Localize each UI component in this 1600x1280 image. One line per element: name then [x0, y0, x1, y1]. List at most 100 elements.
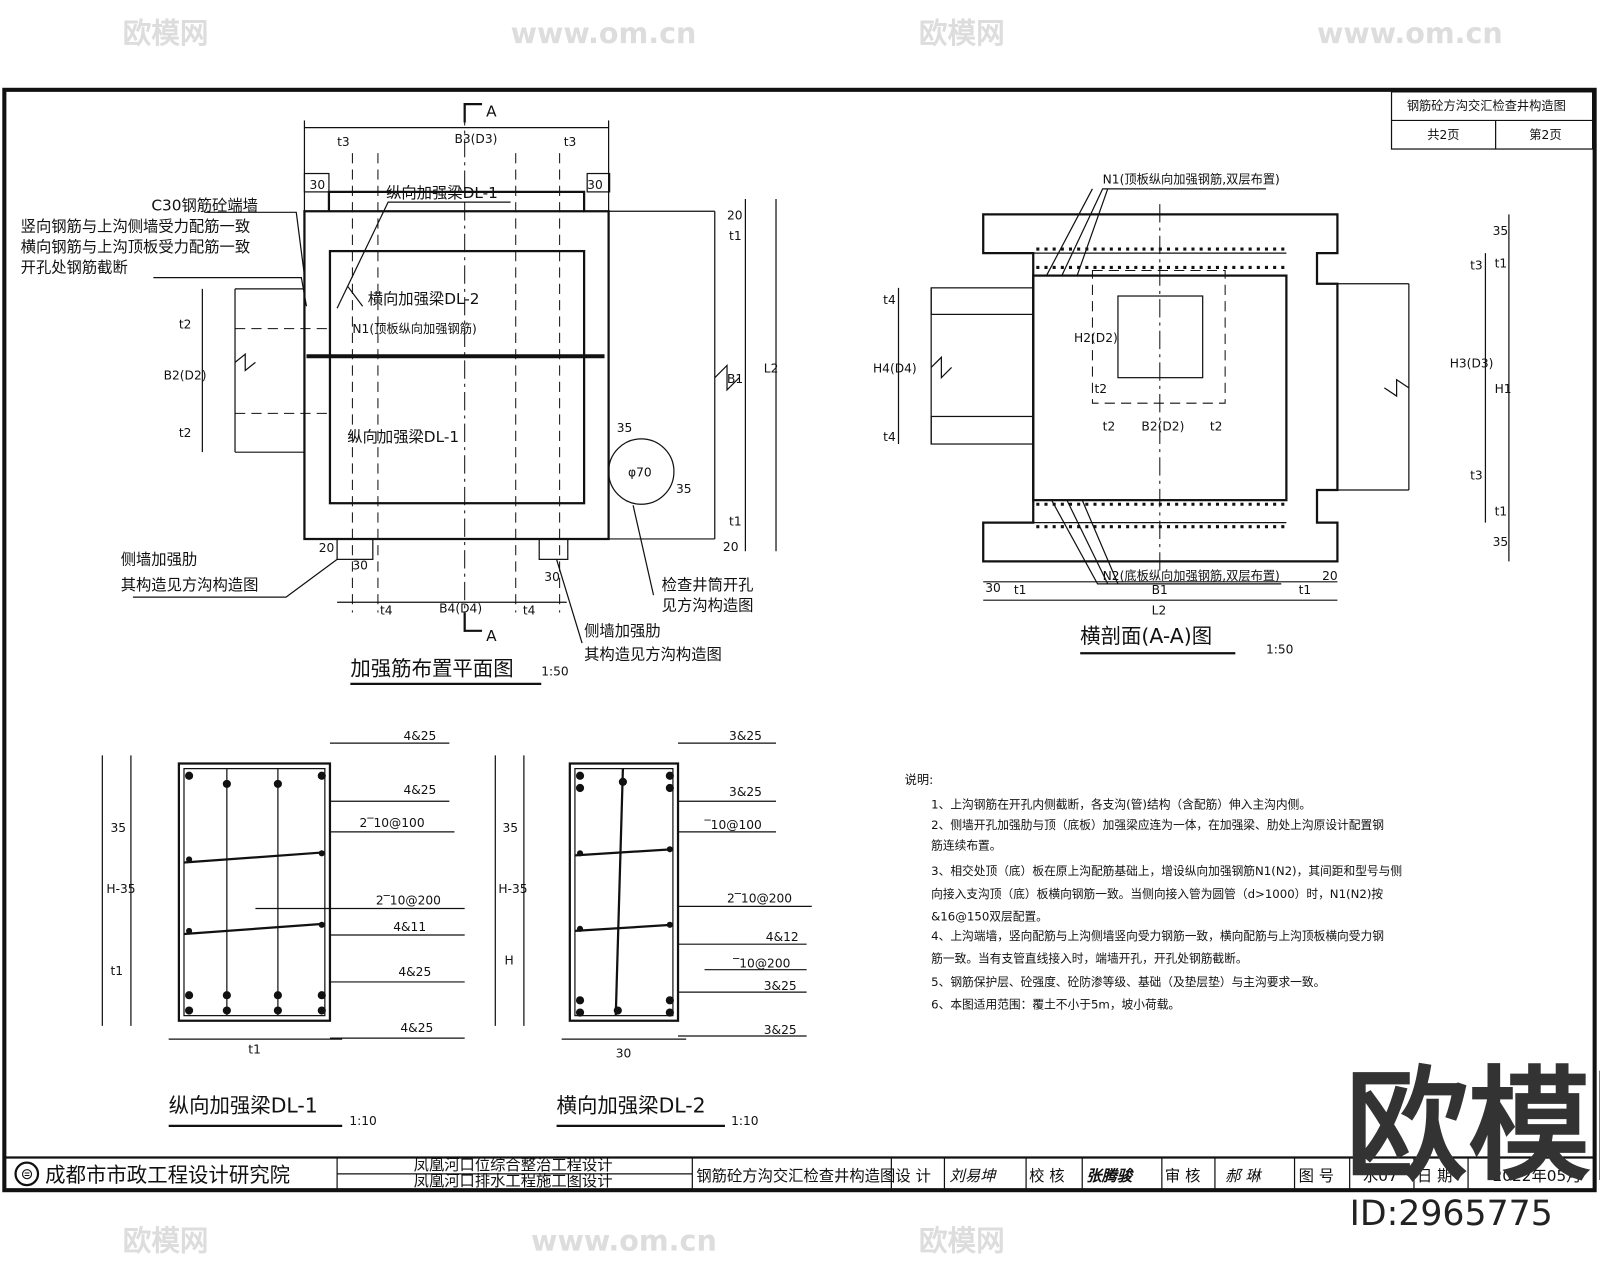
watermark-site: www.om.cn: [511, 16, 697, 50]
rebar-dots: [185, 771, 326, 1015]
label-end-wall-note3: 开孔处钢筋截断: [21, 259, 128, 277]
design-notes: 说明: 1、上沟钢筋在开孔内侧截断，各支沟(管)结构（含配筋）伸入主沟内侧。 2…: [905, 772, 1402, 1012]
label-dl1-bottom: 纵向加强梁DL-1: [347, 428, 459, 446]
watermark-logo: 欧模网: [123, 1223, 209, 1257]
drawing-no-label: 图 号: [1299, 1167, 1334, 1185]
title-block: ⊜ 成都市市政工程设计研究院 凤凰河口位综合整治工程设计 凤凰河口排水工程施工图…: [4, 1156, 1595, 1191]
drawing-name: 钢筋砼方沟交汇检查井构造图: [696, 1167, 895, 1185]
watermark-logo: 欧模网: [123, 16, 209, 50]
rebar-label: 3&25: [729, 785, 762, 799]
dim-t3-top: t3: [1470, 258, 1483, 272]
label-rib-right: 侧墙加强肋: [584, 622, 661, 640]
dim-35-b: 35: [676, 482, 692, 496]
dim-width: t1: [248, 1042, 261, 1056]
watermark-logo-large: 欧模网: [1346, 1055, 1600, 1198]
stirrup-label: 2‾10@200: [727, 891, 792, 905]
dim-h2: H2(D2): [1074, 331, 1118, 345]
note-item: 2、侧墙开孔加强肋与顶（底板）加强梁应连为一体，在加强梁、肋处上沟原设计配置钢: [931, 818, 1384, 832]
rebar-label: 4&11: [393, 920, 426, 934]
dim-30-left: 30: [310, 178, 326, 192]
dl2-scale: 1:10: [731, 1114, 758, 1128]
label-dl1-top: 纵向加强梁DL-1: [386, 184, 498, 202]
plan-view: A A B3(D3) t3 t3 30 30 纵向加强梁DL-1 C30钢筋砼端…: [21, 102, 779, 686]
dim-35: 35: [110, 821, 126, 835]
dim-t4-left: t4: [380, 603, 393, 617]
watermark-id: ID:2965775: [1350, 1194, 1553, 1234]
date-label: 日 期: [1417, 1167, 1452, 1185]
institute-name: 成都市市政工程设计研究院: [45, 1163, 290, 1187]
dim-b3: B3(D3): [454, 132, 497, 146]
dim-t2-bottom: t2: [179, 426, 192, 440]
dim-t1-right: t1: [1299, 583, 1312, 597]
note-item: 筋一致。当有支管直线接入时，端墙开孔，开孔处钢筋截断。: [931, 952, 1247, 966]
dim-b2: B2(D2): [164, 369, 207, 383]
dim-t4-right: t4: [523, 603, 536, 617]
section-a-a: N1(顶板纵向加强钢筋,双层布置) N2(底板纵向加强钢筋,双层布置) 35 t…: [873, 172, 1512, 657]
dim-l2: L2: [764, 362, 779, 376]
stirrup-label: ‾10@200: [732, 957, 790, 971]
institute-logo-icon: [14, 1161, 40, 1187]
rebar-label: 4&25: [398, 965, 431, 979]
dl1-title: 纵向加强梁DL-1: [169, 1094, 318, 1118]
dim-t1-bottom: t1: [729, 515, 742, 529]
dim-20-tr: 20: [727, 208, 743, 222]
watermark-logo: 欧模网: [919, 1223, 1005, 1257]
checker-signature: 张腾骏: [1086, 1167, 1135, 1185]
note-item: 5、钢筋保护层、砼强度、砼防渗等级、基础（及垫层垫）与主沟要求一致。: [931, 975, 1325, 989]
note-item: 6、本图适用范围：覆土不小于5m，坡小荷载。: [931, 997, 1180, 1011]
label-end-wall-note1: 竖向钢筋与上沟侧墙受力配筋一致: [21, 218, 250, 236]
dim-t2-right: t2: [1210, 420, 1223, 434]
note-item: 1、上沟钢筋在开孔内侧截断，各支沟(管)结构（含配筋）伸入主沟内侧。: [931, 797, 1311, 811]
drawing-no: 水07: [1363, 1167, 1398, 1185]
plan-scale: 1:50: [541, 665, 568, 679]
dim-35: 35: [502, 821, 518, 835]
plan-title: 加强筋布置平面图: [350, 657, 513, 681]
date-value: 2022年05月: [1493, 1167, 1582, 1185]
rebar-label: 3&25: [729, 729, 762, 743]
page-title-box: 钢筋砼方沟交汇检查井构造图 共2页 第2页: [1390, 91, 1594, 150]
label-end-wall-note2: 横向钢筋与上沟顶板受力配筋一致: [21, 238, 250, 256]
dim-t4-bottom: t4: [883, 430, 896, 444]
stirrup-label: 2‾10@100: [360, 816, 425, 830]
label-n2-section: N2(底板纵向加强钢筋,双层布置): [1103, 568, 1280, 583]
dim-l2-section: L2: [1152, 603, 1167, 617]
label-dl2: 横向加强梁DL-2: [368, 290, 480, 308]
dim-35-top: 35: [1493, 224, 1509, 238]
stirrup-label: 2‾10@200: [376, 893, 441, 907]
total-pages: 共2页: [1427, 128, 1459, 142]
dl2-title: 横向加强梁DL-2: [557, 1094, 706, 1118]
dim-phi70: φ70: [628, 466, 652, 480]
rebar-label: 3&25: [764, 979, 797, 993]
project-name-2: 凤凰河口排水工程施工图设计: [414, 1172, 613, 1190]
notes-heading: 说明:: [905, 772, 934, 787]
dim-20-section: 20: [1322, 569, 1338, 583]
sheet-border: [2, 87, 1597, 1193]
dim-35-bottom: 35: [1493, 535, 1509, 549]
left-pipe-top-wall: [930, 287, 1034, 315]
dim-30-section: 30: [985, 581, 1001, 595]
page-number: 第2页: [1529, 128, 1561, 142]
rebar-label: 4&25: [400, 1021, 433, 1035]
dim-t2-v: t2: [1094, 382, 1107, 396]
dim-30-br: 30: [544, 570, 560, 584]
dim-t3-left: t3: [337, 135, 350, 149]
label-rib-right-ref: 其构造见方沟构造图: [584, 645, 722, 663]
checker-label: 校 核: [1029, 1167, 1064, 1185]
note-item: 4、上沟端墙，竖向配筋与上沟侧墙竖向受力钢筋一致，横向配筋与上沟顶板横向受力钢: [931, 929, 1384, 943]
label-shaft-ref: 见方沟构造图: [662, 596, 754, 614]
dim-b2-section: B2(D2): [1141, 420, 1184, 434]
dim-width: 30: [616, 1046, 632, 1060]
note-item: 向接入支沟顶（底）板横向钢筋一致。当侧向接入管为圆管（d>1000）时，N1(N…: [931, 887, 1383, 901]
stirrup-label: ‾10@100: [704, 818, 762, 832]
note-item: 筋连续布置。: [931, 838, 1001, 852]
label-n1: N1(顶板纵向加强钢筋): [352, 321, 476, 336]
dim-t1-bottom: t1: [1495, 504, 1508, 518]
dim-b4: B4(D4): [439, 601, 482, 615]
dim-t3-bottom: t3: [1470, 469, 1483, 483]
dim-t2-top: t2: [179, 318, 192, 332]
rebar-dots: [575, 771, 674, 1017]
beam-dl2-section: 3&25 3&25 ‾10@100 2‾10@200 4&12 ‾10@200 …: [494, 729, 812, 1128]
watermark-site: www.om.cn: [531, 1223, 717, 1257]
dl1-scale: 1:10: [349, 1114, 376, 1128]
